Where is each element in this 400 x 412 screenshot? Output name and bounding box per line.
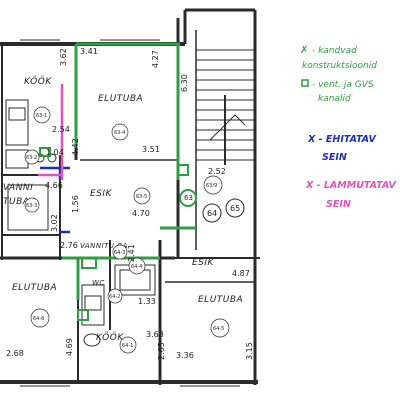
room-label-wc: WC [92,279,105,287]
dim-2-54: 2.54 [52,125,70,134]
tag-63-1: 63-1 [36,113,47,119]
legend-item4-line2: SEIN [326,199,351,210]
room-tags [24,106,230,354]
tag-64-6: 64-6 [33,316,44,322]
room-label-hall-right: ESIK [192,258,215,268]
dim-4-87: 4.87 [232,269,250,278]
legend-item4-line1: X - LAMMUTATAV [305,180,397,191]
load-bearing-walls [39,42,196,321]
dim-2-68: 2.68 [6,349,24,358]
shaft-number-64: 64 [207,209,217,218]
room-label-living-right: ELUTUBA [198,295,243,305]
vent-shaft-green-ring [179,189,197,207]
tag-63-2: 63-2 [26,155,37,161]
tag-63-4: 63-4 [114,130,125,136]
dim-4-27: 4.27 [151,50,160,68]
tag-64-2: 64-2 [109,294,120,300]
legend-marker-load-bearing: ✗ [300,45,308,56]
room-label-bath-mid: VANNITU BA [80,242,128,250]
room-label-kitchen-top: KÖÖK [24,76,52,87]
dim-3-36: 3.36 [176,351,194,360]
dim-1-04: 1.04 [46,148,64,157]
legend-item1-line1: - kandvad [312,46,357,56]
legend-item3-line2: SEIN [322,152,347,163]
dim-3-51: 3.51 [142,145,160,154]
room-label-living-top: ELUTUBA [98,94,143,104]
room-label-hall-top: ESIK [90,189,113,199]
tag-64-4: 64-4 [131,264,142,270]
dim-4-66: 4.66 [45,181,63,190]
vent-shaft-65 [225,198,245,218]
tag-63-3: 63-3 [26,203,37,209]
legend-item1-line2: konstruktsioonid [302,61,377,71]
legend-item2-line2: kanalid [318,94,351,104]
dim-3-15: 3.15 [245,342,254,360]
legend: ✗ - kandvad konstruktsioonid - vent. ja … [300,45,397,210]
room-label-living-left: ELUTUBA [12,283,57,293]
legend-item3-line1: X - EHITATAV [307,134,376,145]
dim-2-52: 2.52 [208,167,226,176]
tag-64-5: 64-5 [213,326,224,332]
room-label-bath-top-1: VANNI [3,183,33,193]
dim-4-69: 4.69 [65,338,74,356]
dim-2-41: 2.41 [127,244,136,262]
legend-item2-line1: - vent. ja GVS [312,80,374,90]
legend-marker-vent [301,79,309,87]
tag-64-3: 64-3 [114,250,125,256]
shaft-number-63: 63 [184,194,193,202]
room-label-bath-top-2: TUBA [3,197,29,207]
tag-64-1: 64-1 [122,343,133,349]
demolished-walls [38,84,64,180]
tag-63-5: 63-5 [136,194,147,200]
staircase [196,49,255,165]
vent-shaft-64 [202,203,222,223]
dim-3-02: 3.02 [50,214,59,232]
dim-3-62: 3.62 [59,48,68,66]
dim-4-42: 4.42 [71,138,80,156]
dim-2-76: 2.76 [60,241,78,250]
dim-3-63: 3.63 [146,330,164,339]
shaft-number-65: 65 [230,204,240,213]
dim-4-70: 4.70 [132,209,150,218]
dim-1-56: 1.56 [71,195,80,213]
dim-3-41: 3.41 [80,47,98,56]
dim-1-33: 1.33 [138,297,156,306]
dim-6-30: 6.30 [180,74,189,92]
tag-63-9: 63/9 [206,183,217,189]
dim-2-65: 2.65 [157,342,166,360]
room-label-kitchen-bottom: KÖÖK [96,332,124,343]
